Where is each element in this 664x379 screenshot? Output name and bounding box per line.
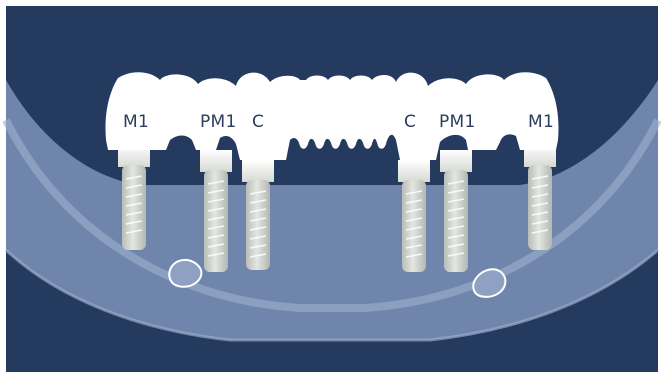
label-left-m1: M1 (123, 112, 149, 132)
implant-body (204, 170, 228, 272)
implant-body (246, 180, 270, 270)
label-left-pm1: PM1 (200, 112, 237, 132)
implant-left-m1 (118, 145, 150, 250)
implant-body (402, 180, 426, 272)
implant-body (444, 170, 468, 272)
implant-collar (200, 150, 232, 172)
implant-right-c (398, 160, 430, 272)
label-right-pm1: PM1 (439, 112, 476, 132)
label-right-m1: M1 (528, 112, 554, 132)
implant-collar (440, 150, 472, 172)
implant-collar (398, 160, 430, 182)
mental-foramen-left (169, 260, 201, 287)
implant-right-pm1 (440, 150, 472, 272)
implant-left-pm1 (200, 150, 232, 272)
implant-left-c (242, 160, 274, 270)
label-left-c: C (252, 112, 264, 132)
implant-collar (242, 160, 274, 182)
implant-right-m1 (524, 145, 556, 250)
label-right-c: C (404, 112, 416, 132)
